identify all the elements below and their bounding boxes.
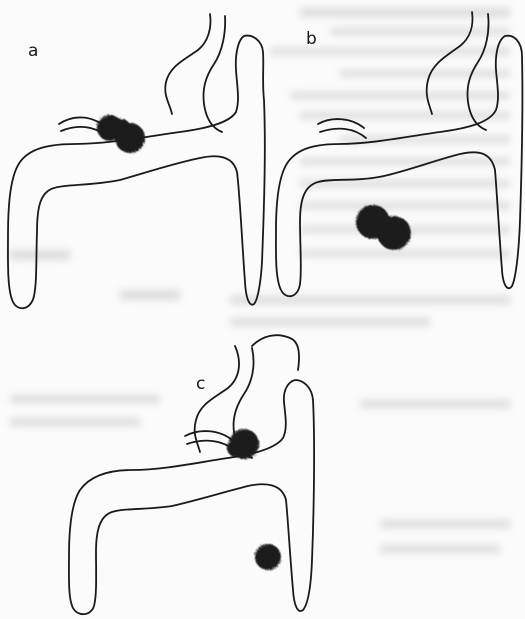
panel-a-label: a — [28, 41, 38, 61]
panel-b-label: b — [306, 29, 317, 49]
panel-c: c — [69, 335, 314, 614]
panel-c-uptake-blot-upper — [227, 429, 259, 459]
panel-b-uptake-blot — [356, 205, 411, 250]
panel-a-organ-outline — [8, 14, 265, 308]
panel-c-uptake-blot-lower — [255, 544, 281, 570]
panel-c-organ-outline — [69, 335, 314, 614]
panel-a-uptake-blot — [97, 115, 145, 153]
panel-c-label: c — [196, 374, 205, 394]
panel-a: a — [8, 14, 265, 308]
